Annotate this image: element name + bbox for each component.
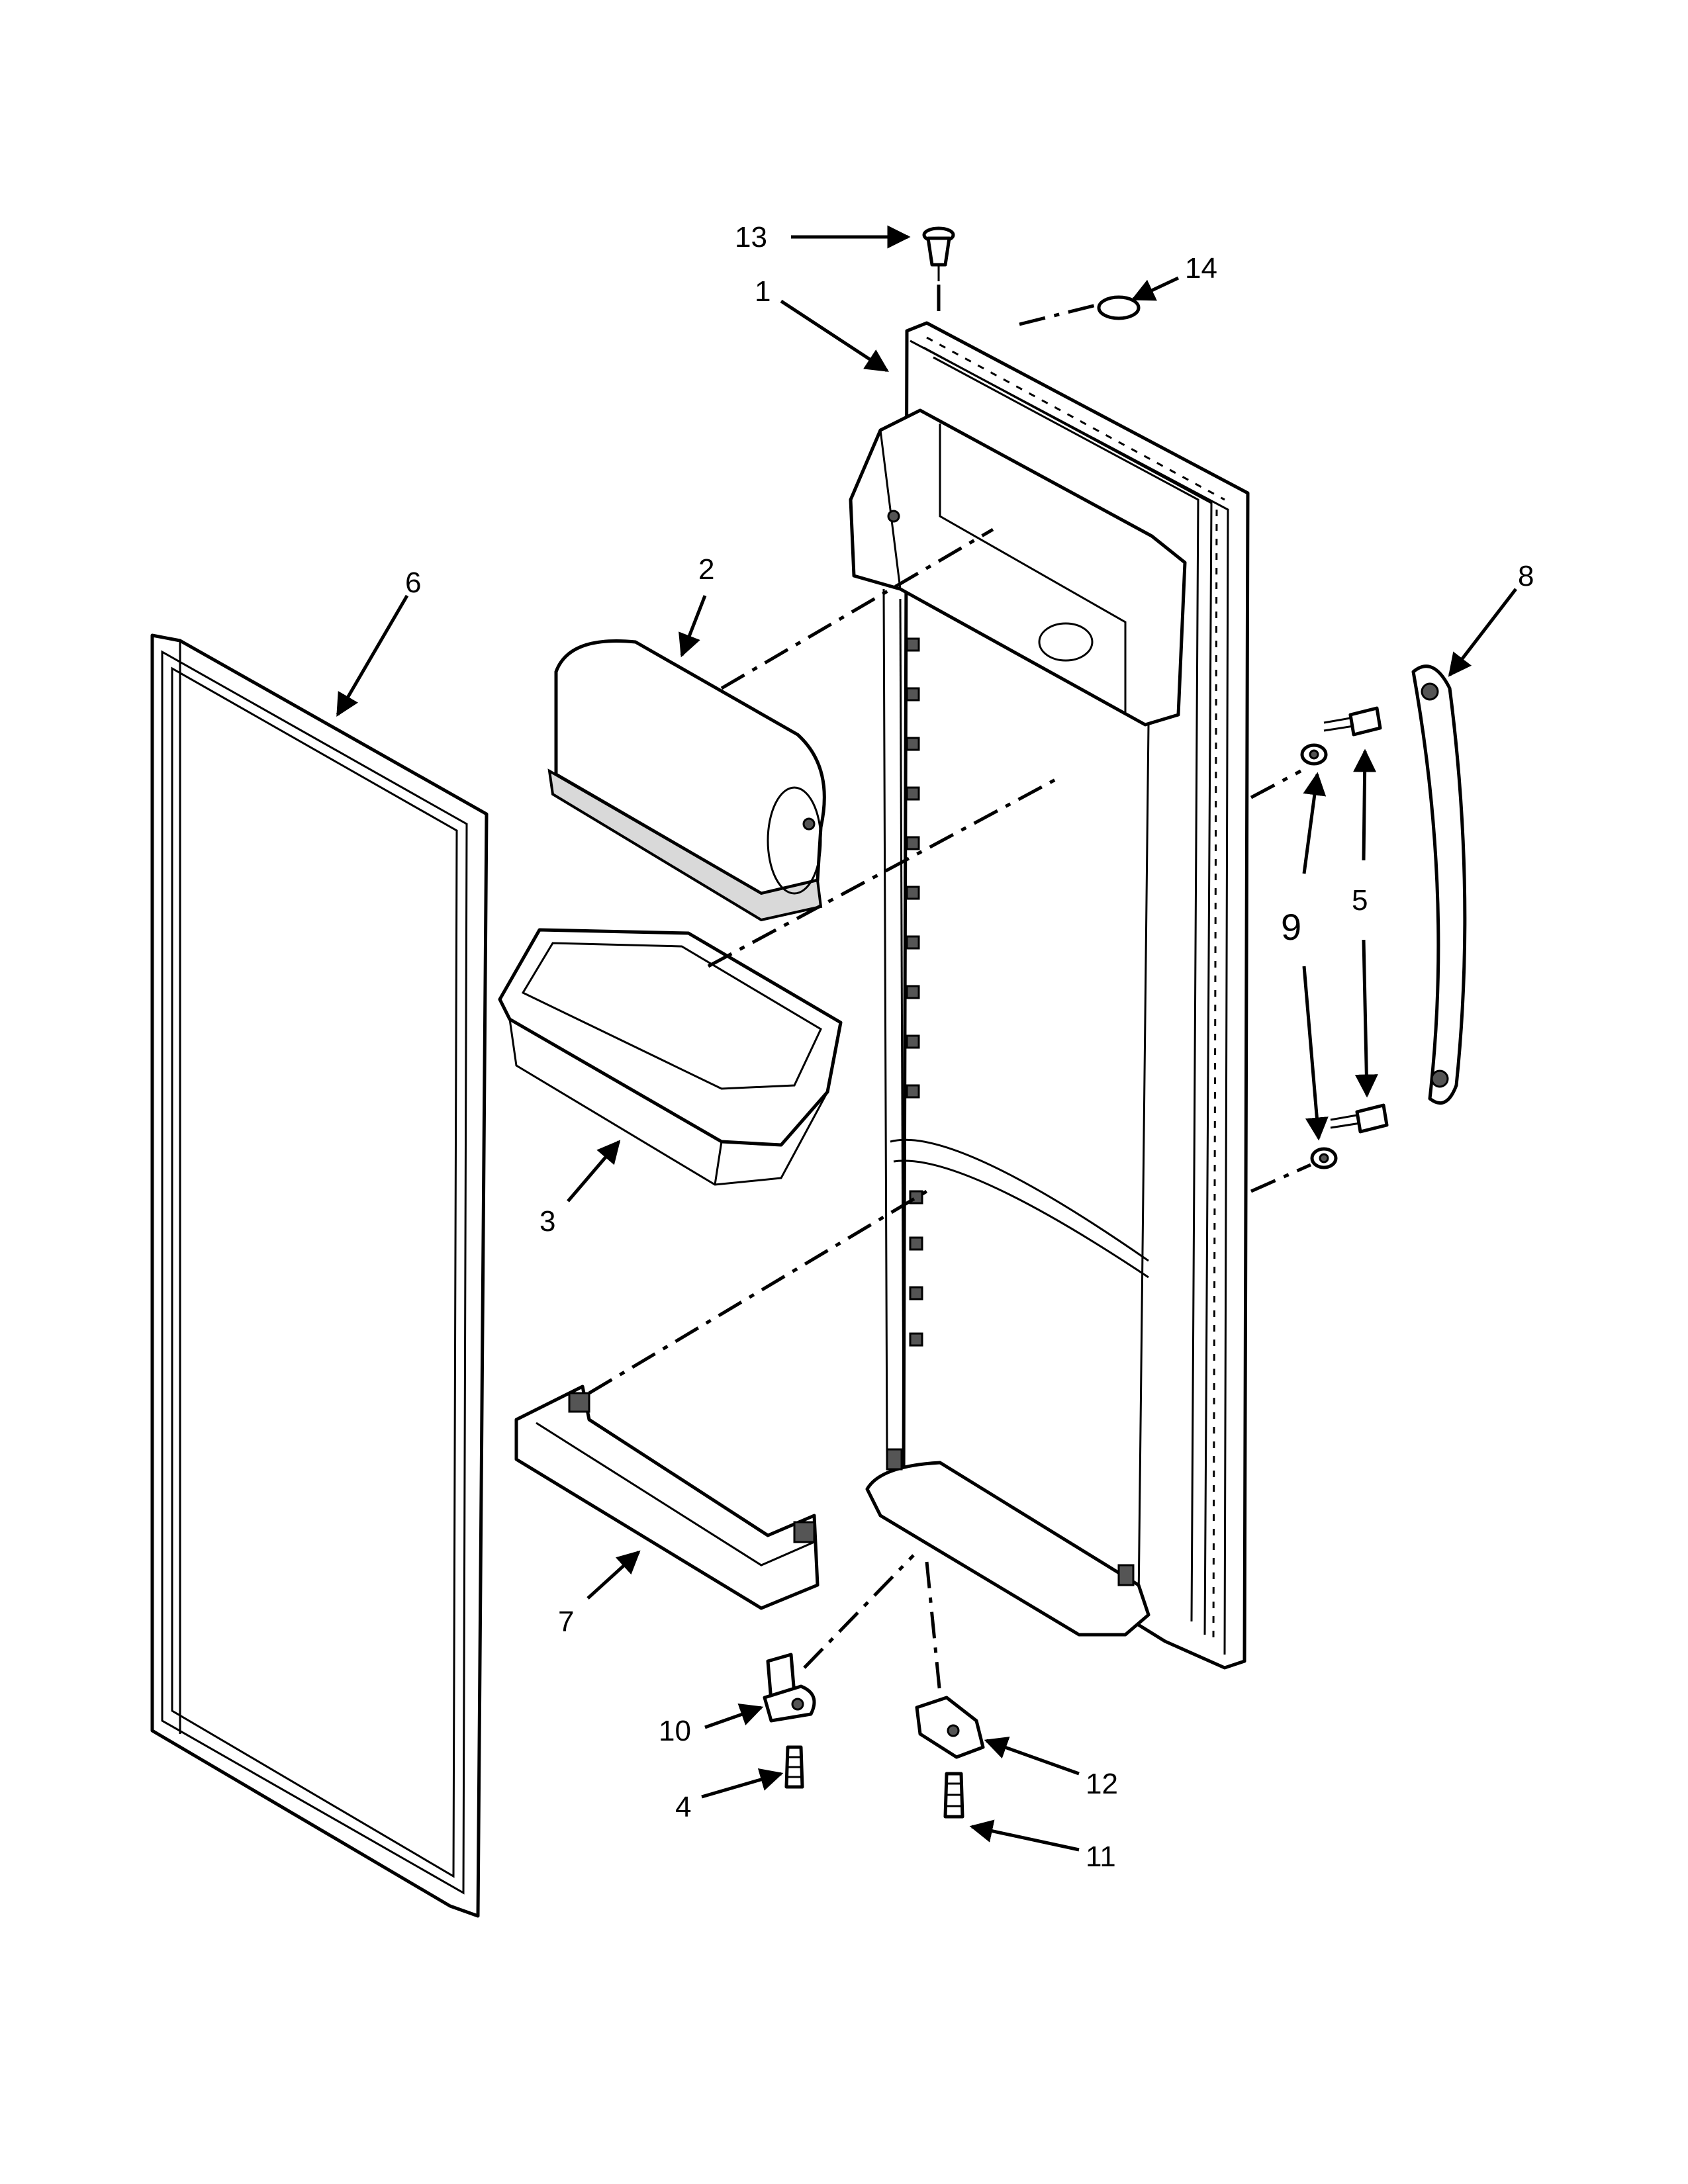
hinge-screw	[784, 1745, 804, 1789]
hinge-bracket	[915, 1696, 985, 1759]
door-liner	[849, 321, 1250, 1670]
callout-1: 1	[755, 275, 771, 308]
callout-4: 4	[675, 1791, 691, 1823]
callout-2: 2	[698, 553, 714, 586]
callout-8: 8	[1518, 560, 1534, 592]
door-shelf	[514, 1385, 820, 1610]
handle-screw	[1323, 706, 1382, 737]
bracket-screw	[943, 1772, 964, 1819]
door-handle	[1411, 664, 1467, 1105]
callout-5: 5	[1352, 884, 1368, 917]
callout-11: 11	[1086, 1841, 1116, 1873]
handle-spacer	[1300, 743, 1328, 766]
callouts: 13 14 1 2 6 8 5 9 3 7 10 4 12 11	[405, 221, 1534, 1873]
alignment-lines	[588, 285, 1312, 1695]
hinge-bushing	[763, 1653, 816, 1723]
handle-spacer	[1310, 1147, 1338, 1169]
callout-13: 13	[735, 221, 767, 253]
leader-lines	[336, 225, 1517, 1852]
callout-9: 9	[1281, 906, 1301, 948]
handle-screw	[1330, 1103, 1389, 1134]
callout-6: 6	[405, 567, 421, 599]
callout-12: 12	[1086, 1768, 1118, 1800]
callout-3: 3	[539, 1205, 555, 1238]
door-gasket	[150, 633, 489, 1918]
o-ring	[1097, 295, 1141, 320]
door-bin	[498, 928, 843, 1186]
callout-7: 7	[558, 1606, 574, 1638]
callout-10: 10	[659, 1715, 691, 1747]
callout-14: 14	[1185, 252, 1217, 285]
dairy-bin	[547, 639, 826, 922]
door-plug	[922, 226, 955, 281]
